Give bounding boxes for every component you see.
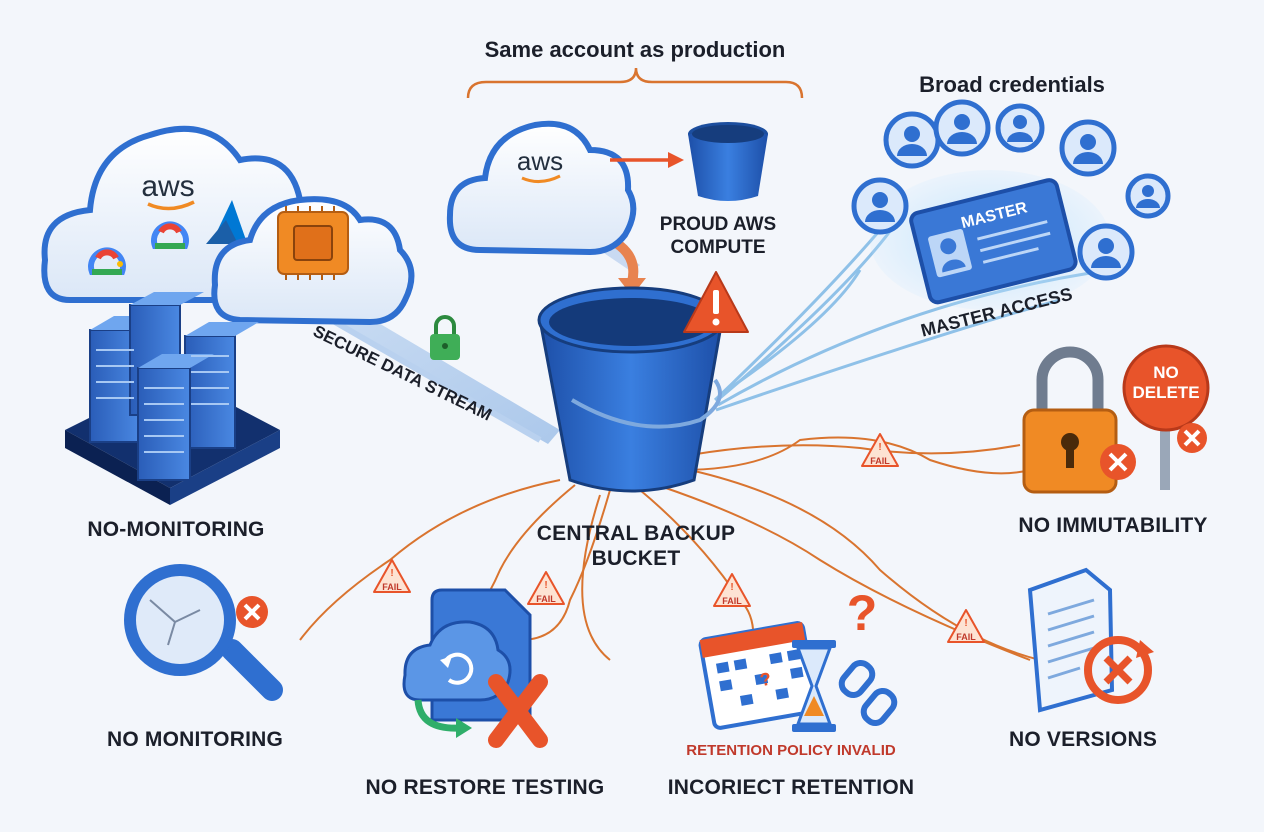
incorrect-retention-label: INCORIECT RETENTION — [667, 776, 915, 799]
close-x-icon — [1177, 423, 1207, 453]
fail-badge: ! FAIL — [713, 573, 751, 607]
no-delete-line1: NO — [1153, 363, 1179, 382]
google-cloud-icon — [151, 221, 189, 249]
server-rack-icon — [89, 292, 259, 481]
no-versions-label: NO VERSIONS — [1008, 728, 1158, 751]
retention-policy-invalid-label: RETENTION POLICY INVALID — [686, 742, 896, 759]
proud-aws-label: PROUD AWS — [660, 214, 776, 235]
avatar-icon — [1125, 173, 1171, 219]
broken-link-icon — [838, 659, 898, 727]
central-bucket-label-line1: CENTRAL BACKUP — [536, 522, 736, 545]
no-monitoring-label: NO MONITORING — [106, 728, 284, 751]
no-monitoring-left-label: NO-MONITORING — [87, 518, 265, 541]
svg-text:FAIL: FAIL — [722, 596, 742, 606]
avatar-icon — [995, 103, 1045, 153]
calendar-icon: ? — [698, 621, 819, 730]
avatar-icon — [933, 99, 991, 157]
padlock-icon — [430, 315, 460, 360]
no-immutability-label: NO IMMUTABILITY — [1018, 514, 1208, 537]
svg-text:!: ! — [964, 618, 967, 629]
warning-icon — [683, 271, 749, 333]
no-delete-sign-icon: NO DELETE — [1122, 344, 1210, 490]
svg-text:FAIL: FAIL — [956, 632, 976, 642]
svg-text:FAIL: FAIL — [870, 456, 890, 466]
fail-badge: ! FAIL — [861, 433, 899, 467]
chip-icon — [277, 206, 349, 280]
svg-text:!: ! — [390, 568, 393, 579]
svg-text:FAIL: FAIL — [536, 594, 556, 604]
avatar-icon — [1077, 223, 1135, 281]
central-bucket-label-line2: BUCKET — [591, 547, 681, 570]
avatar-icon — [1059, 119, 1117, 177]
production-aws-cloud: aws — [446, 120, 637, 256]
no-version-icon — [1084, 636, 1154, 704]
svg-text:FAIL: FAIL — [382, 582, 402, 592]
svg-text:?: ? — [758, 669, 772, 691]
fail-badge: ! FAIL — [947, 609, 985, 643]
azure-icon — [206, 200, 246, 244]
compute-cloud — [211, 196, 415, 326]
compute-bucket-icon — [688, 122, 768, 201]
account-brace — [466, 67, 804, 99]
google-cloud-icon — [88, 247, 126, 275]
no-delete-line2: DELETE — [1132, 383, 1199, 402]
central-backup-bucket — [537, 286, 725, 493]
hourglass-icon — [792, 640, 836, 732]
svg-text:!: ! — [544, 580, 547, 591]
avatar-icon — [851, 177, 909, 235]
broad-credentials-caption: Broad credentials — [919, 72, 1105, 97]
fail-badge: ! FAIL — [373, 559, 411, 593]
id-card-icon: MASTER — [909, 178, 1078, 305]
avatar-icon — [883, 111, 941, 169]
compute-label: COMPUTE — [671, 237, 766, 258]
magnifier-icon — [124, 564, 283, 701]
close-x-icon — [236, 596, 268, 628]
question-icon: ? — [847, 585, 878, 641]
svg-text:!: ! — [878, 442, 881, 453]
padlock-icon — [1022, 346, 1118, 494]
no-restore-testing-label: NO RESTORE TESTING — [365, 776, 605, 799]
aws-logo-top: aws — [517, 146, 563, 176]
close-x-icon — [1100, 444, 1136, 480]
fail-badge: ! FAIL — [527, 571, 565, 605]
secure-stream-label: SECURE DATA STREAM — [310, 322, 495, 425]
close-x-icon — [488, 674, 548, 748]
svg-text:!: ! — [730, 582, 733, 593]
aws-logo-left: aws — [141, 170, 194, 203]
same-account-caption: Same account as production — [484, 37, 786, 62]
